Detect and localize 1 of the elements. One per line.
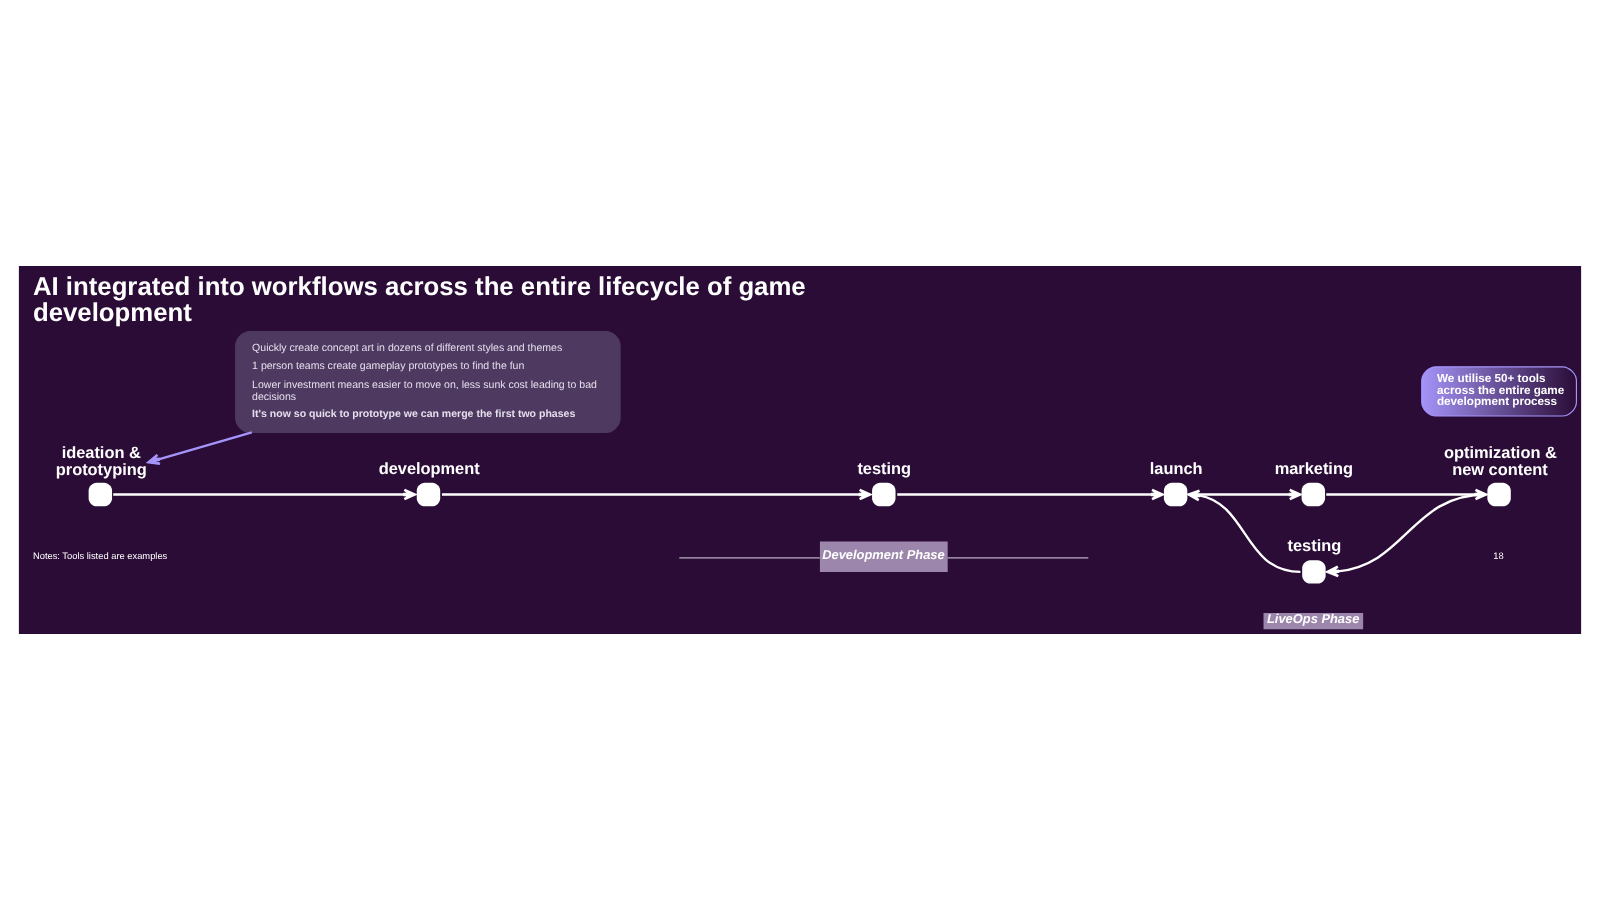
diagram-title: AI integrated into workflows across the entire lifecycle of game development (32, 270, 806, 327)
